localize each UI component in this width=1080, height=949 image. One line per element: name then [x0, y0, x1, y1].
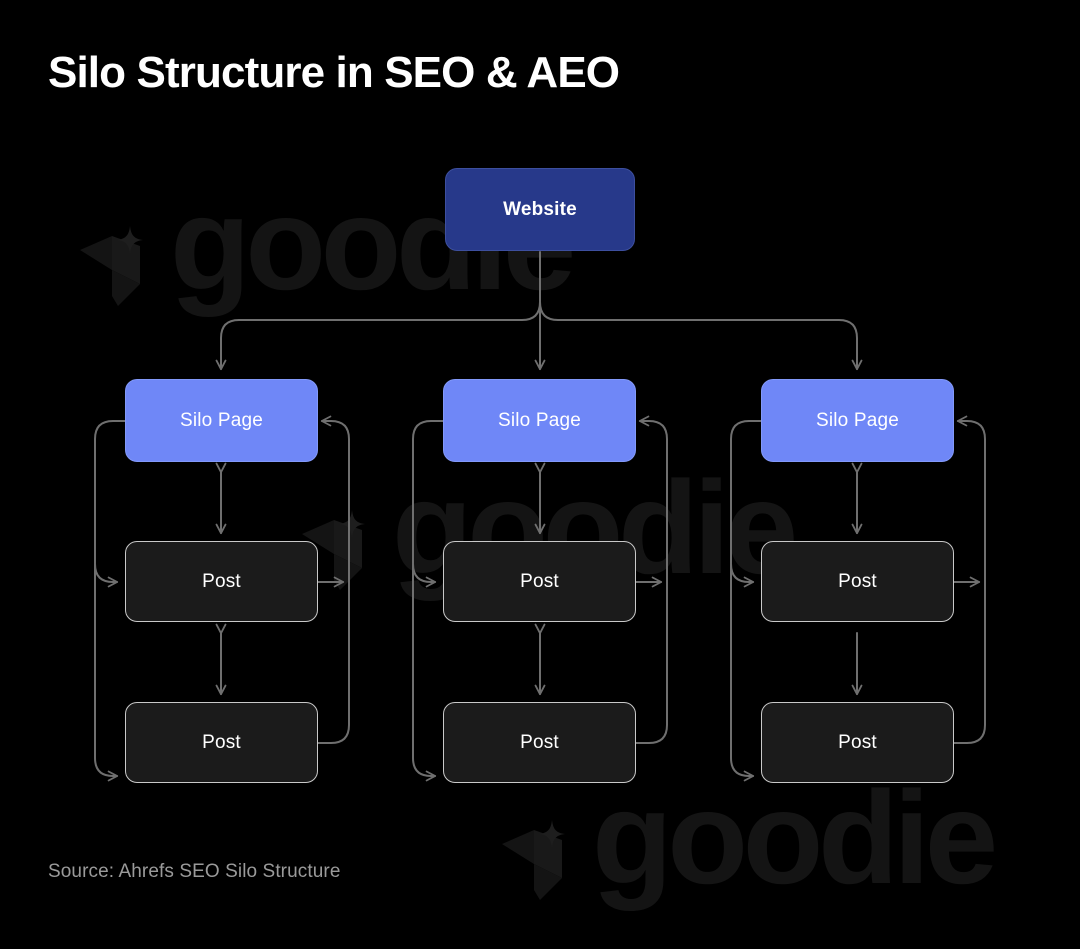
- edge-silo2-left-bus-to-post1: [412, 563, 437, 588]
- node-post-2-2[interactable]: Post: [443, 702, 636, 783]
- node-silo-page-3[interactable]: Silo Page: [761, 379, 954, 462]
- edge-silo2-left-bus-to-post2: [412, 420, 444, 782]
- node-post-3-2[interactable]: Post: [761, 702, 954, 783]
- node-website[interactable]: Website: [445, 168, 635, 251]
- edge-website-to-silo-3: [539, 301, 863, 371]
- page-title: Silo Structure in SEO & AEO: [48, 48, 620, 97]
- node-silo-page-1[interactable]: Silo Page: [125, 379, 318, 462]
- node-post-1-1[interactable]: Post: [125, 541, 318, 622]
- node-post-2-1[interactable]: Post: [443, 541, 636, 622]
- node-post-3-1[interactable]: Post: [761, 541, 954, 622]
- node-post-1-2[interactable]: Post: [125, 702, 318, 783]
- edge-silo3-left-bus-to-post1: [730, 563, 755, 588]
- edge-silo1-left-bus-to-post1: [94, 563, 119, 588]
- node-silo-page-2[interactable]: Silo Page: [443, 379, 636, 462]
- edge-website-to-silo-1: [215, 301, 541, 371]
- edge-post2-to-silo1-right-bus: [317, 415, 350, 744]
- edge-post2-to-silo3-right-bus: [953, 415, 986, 744]
- source-caption: Source: Ahrefs SEO Silo Structure: [48, 861, 341, 882]
- edge-post2-to-silo2-right-bus: [635, 415, 668, 744]
- edge-silo1-left-bus-to-post2: [94, 420, 126, 782]
- edge-silo3-left-bus-to-post2: [730, 420, 762, 782]
